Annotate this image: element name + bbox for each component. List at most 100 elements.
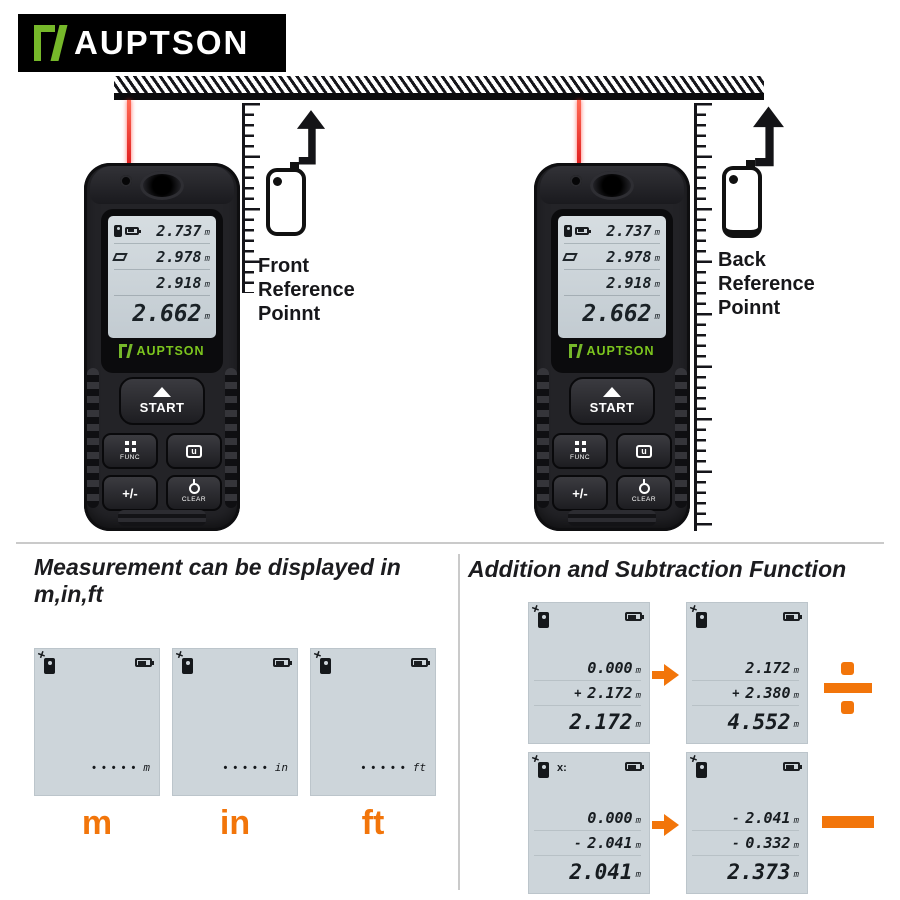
- device-top-cap: [90, 166, 234, 204]
- ceiling-line: [114, 93, 764, 100]
- area-mode-icon: [112, 252, 128, 261]
- plus-minus-button: +/-: [552, 475, 608, 511]
- button-row: FUNC u: [552, 433, 672, 469]
- power-icon: [638, 483, 650, 494]
- battery-icon: [625, 612, 644, 621]
- measurement-value: 2.918: [606, 273, 652, 292]
- lcd-status-icons: [562, 252, 578, 261]
- lcd-status-icons: [112, 252, 128, 261]
- battery-icon: [135, 658, 154, 667]
- operand-unit: m: [793, 666, 799, 676]
- device-brand-name: AUPTSON: [136, 344, 205, 358]
- operand-value: 2.172: [587, 684, 633, 702]
- result-unit: m: [635, 720, 641, 730]
- label-line: Poinnt: [718, 297, 781, 319]
- units-section-title-line2: m,in,ft: [34, 581, 103, 607]
- screen-status-bar: [175, 650, 292, 674]
- ruler-major-ticks: [245, 103, 260, 293]
- subtraction-operator-icon: [822, 816, 874, 828]
- measurement-value: 2.662: [582, 301, 652, 327]
- calc-row: 0.000 m: [534, 806, 641, 831]
- device-mode-icon: [37, 650, 55, 674]
- calc-row: - 2.041 m: [692, 806, 799, 831]
- label-line: Back: [718, 249, 766, 271]
- lcd-row: 2.978 m: [562, 244, 660, 270]
- operand-unit: m: [793, 816, 799, 826]
- start-button: START: [119, 377, 205, 425]
- calc-result-row: 4.552 m: [692, 706, 799, 738]
- lcd-display: 2.737 m 2.978 m 2.918 m 2.662 m: [108, 216, 216, 338]
- up-arrow-icon: [753, 106, 784, 167]
- operator: +: [574, 686, 582, 700]
- ruler-scale-front: [242, 103, 261, 293]
- unit-button: u: [166, 433, 222, 469]
- plus-minus-label: +/-: [572, 485, 588, 501]
- calc-result-row: 2.041 m: [534, 856, 641, 888]
- calc-row: 2.172 m: [692, 656, 799, 681]
- device-top-cap: [540, 166, 684, 204]
- func-button: FUNC: [102, 433, 158, 469]
- laser-measurer-front: 2.737 m 2.978 m 2.918 m 2.662 m: [84, 163, 240, 531]
- result-unit: m: [635, 870, 641, 880]
- battery-icon: [625, 762, 644, 771]
- button-row: +/- CLEAR: [552, 475, 672, 511]
- func-button-label: FUNC: [119, 454, 141, 461]
- label-line: Reference: [718, 273, 815, 295]
- calc-row: + 2.380 m: [692, 681, 799, 706]
- ruler-major-ticks: [697, 103, 712, 531]
- screen-status-bar: [37, 650, 154, 674]
- calc-result-row: 2.373 m: [692, 856, 799, 888]
- device-brand-strip: AUPTSON: [108, 338, 216, 364]
- measurement-unit: m: [654, 280, 660, 290]
- reference-tab: [746, 160, 755, 167]
- calc-screen: 0.000 m + 2.172 m 2.172 m: [528, 602, 650, 744]
- device-grip: [675, 368, 687, 508]
- laser-beam-back: [577, 100, 581, 164]
- calc-row: - 0.332 m: [692, 831, 799, 856]
- unit-symbol: ft: [412, 761, 426, 774]
- calc-rows: - 2.041 m - 0.332 m 2.373 m: [692, 806, 799, 888]
- laser-beam-front: [127, 100, 131, 164]
- empty-reading: •••••: [92, 762, 142, 774]
- screen-status-bar: [689, 604, 802, 628]
- label-line: Reference: [258, 279, 355, 301]
- device-mode-icon: [175, 650, 193, 674]
- front-reference-device-icon: [266, 162, 306, 236]
- start-button-label: START: [139, 400, 185, 415]
- calc-row: + 2.172 m: [534, 681, 641, 706]
- reference-dot: [273, 177, 282, 186]
- laser-spark-icon: [175, 650, 184, 659]
- operand-unit: m: [635, 691, 641, 701]
- power-icon: [188, 483, 200, 494]
- func-grid-icon: [124, 441, 136, 452]
- screen-status-bar: x:: [531, 754, 644, 778]
- battery-icon: [783, 762, 802, 771]
- lcd-display: 2.737 m 2.978 m 2.918 m 2.662 m: [558, 216, 666, 338]
- memory-tag: x:: [557, 762, 567, 774]
- measurement-unit: m: [204, 311, 210, 322]
- func-button: FUNC: [552, 433, 608, 469]
- func-grid-icon: [574, 441, 586, 452]
- brand-banner: AUPTSON: [18, 14, 286, 72]
- laser-spark-icon: [531, 604, 540, 613]
- units-section-title: Measurement can be displayed in: [34, 554, 401, 580]
- reading-row: ••••• ft: [318, 761, 426, 774]
- calc-row: 0.000 m: [534, 656, 641, 681]
- laser-spark-icon: [37, 650, 46, 659]
- unit-symbol: m: [143, 761, 150, 774]
- laser-spark-icon: [531, 754, 540, 763]
- unit-screen-in: ••••• in: [172, 648, 298, 796]
- battery-icon: [783, 612, 802, 621]
- measurement-unit: m: [654, 311, 660, 322]
- back-reference-label: Back Reference Poinnt: [718, 248, 815, 320]
- brand-name: AUPTSON: [74, 24, 250, 61]
- operand-unit: m: [793, 691, 799, 701]
- vertical-divider: [458, 554, 460, 890]
- battery-icon: [273, 658, 292, 667]
- measure-arrow-icon: [603, 387, 621, 397]
- lcd-row: 2.918 m: [564, 270, 660, 296]
- device-screen-bezel: 2.737 m 2.978 m 2.918 m 2.662 m: [101, 209, 223, 373]
- device-brand-name: AUPTSON: [586, 344, 655, 358]
- device-mode-icon: [531, 604, 549, 628]
- plus-minus-label: +/-: [122, 485, 138, 501]
